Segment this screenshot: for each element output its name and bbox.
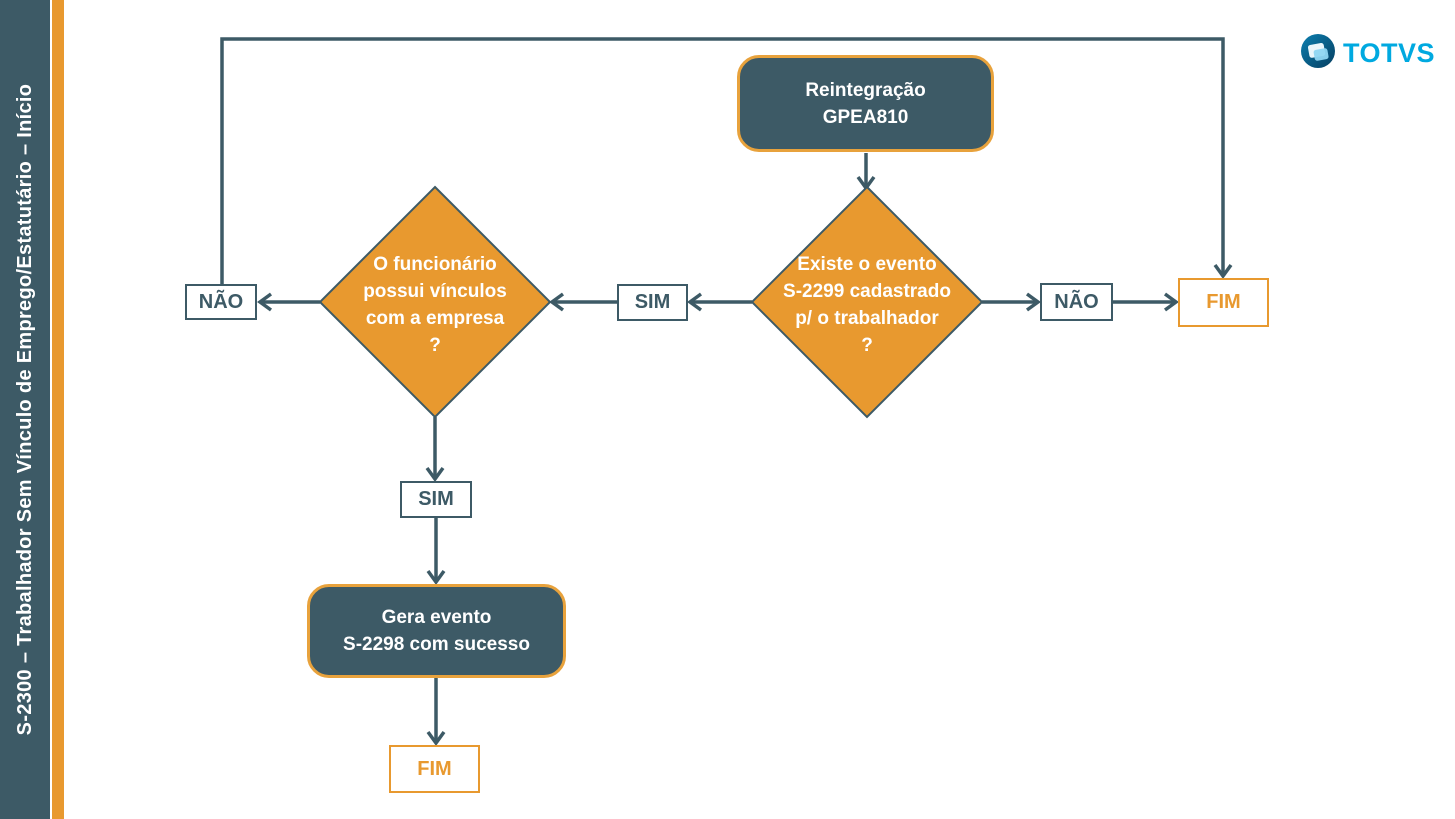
start-node-reintegracao: Reintegração GPEA810 <box>737 55 994 152</box>
arrowhead-down-fim-bottom <box>426 730 446 746</box>
arrowhead-left-sim <box>687 292 703 312</box>
arrowhead-left-nao <box>257 292 273 312</box>
sidebar-bar: S-2300 – Trabalhador Sem Vínculo de Empr… <box>0 0 50 819</box>
totvs-logo-text: TOTVS <box>1342 38 1435 68</box>
end-node-fim-bottom: FIM <box>389 745 480 793</box>
decision-diamond-vinculos <box>318 185 552 419</box>
process-node-gera-evento: Gera evento S-2298 com sucesso <box>307 584 566 678</box>
arrowhead-left-decision <box>549 292 565 312</box>
totvs-logo-icon <box>1300 33 1336 74</box>
arrowhead-right-nao <box>1025 292 1041 312</box>
arrowhead-down-process <box>426 569 446 585</box>
sidebar-accent-stripe <box>52 0 64 819</box>
arrowhead-down-fim-right <box>1213 263 1233 279</box>
connector-nao-to-fim-top <box>220 37 1225 284</box>
decision-diamond-s2299 <box>750 185 984 419</box>
totvs-logo: TOTVS <box>1300 33 1435 74</box>
arrowhead-right-fim <box>1163 292 1179 312</box>
arrowhead-down-sim-lower <box>425 466 445 482</box>
branch-label-nao-left: NÃO <box>185 284 257 320</box>
branch-label-sim-middle: SIM <box>617 284 688 321</box>
end-node-fim-right: FIM <box>1178 278 1269 327</box>
branch-label-sim-lower: SIM <box>400 481 472 518</box>
branch-label-nao-right: NÃO <box>1040 283 1113 321</box>
